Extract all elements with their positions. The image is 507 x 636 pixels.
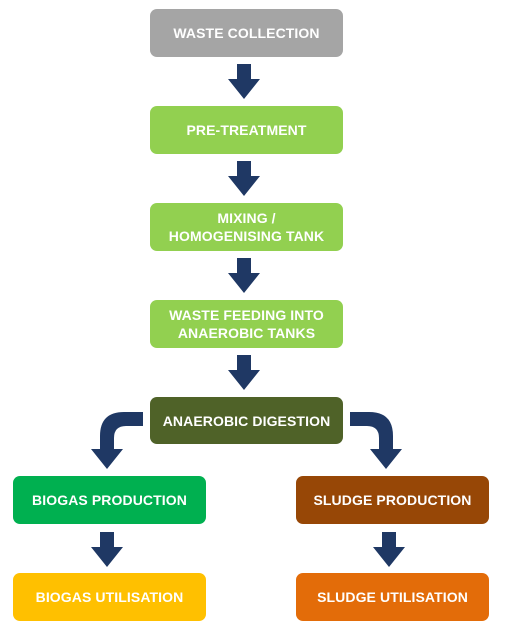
node-sludge-utilisation: SLUDGE UTILISATION [296, 573, 489, 621]
node-sludge-production: SLUDGE PRODUCTION [296, 476, 489, 524]
arrow-biogas-to-utilisation [91, 532, 123, 567]
arrow-pretreatment-to-mixing [228, 161, 260, 196]
arrow-feeding-to-digestion [228, 355, 260, 390]
node-label: SLUDGE UTILISATION [317, 589, 468, 605]
node-label-line-1: WASTE FEEDING INTO [169, 307, 324, 323]
node-mixing-homogenising-tank: MIXING / HOMOGENISING TANK [150, 203, 343, 251]
node-label: PRE-TREATMENT [186, 122, 307, 138]
node-anaerobic-digestion: ANAEROBIC DIGESTION [150, 397, 343, 444]
node-label: WASTE COLLECTION [173, 25, 320, 41]
node-biogas-production: BIOGAS PRODUCTION [13, 476, 206, 524]
arrow-digestion-to-biogas [91, 412, 143, 469]
node-label: ANAEROBIC DIGESTION [162, 412, 331, 429]
arrow-sludge-to-utilisation [373, 532, 405, 567]
node-label-line-2: ANAEROBIC TANKS [177, 325, 316, 341]
arrow-mixing-to-feeding [228, 258, 260, 293]
node-label: SLUDGE PRODUCTION [313, 492, 472, 508]
node-biogas-utilisation: BIOGAS UTILISATION [13, 573, 206, 621]
node-pre-treatment: PRE-TREATMENT [150, 106, 343, 154]
node-waste-collection: WASTE COLLECTION [150, 9, 343, 57]
arrow-collection-to-pretreatment [228, 64, 260, 99]
node-waste-feeding: WASTE FEEDING INTO ANAEROBIC TANKS [150, 300, 343, 348]
node-label-line-1: MIXING / [217, 210, 276, 226]
node-label: BIOGAS PRODUCTION [32, 492, 187, 508]
node-label: BIOGAS UTILISATION [35, 589, 184, 605]
node-label-line-2: HOMOGENISING TANK [168, 228, 325, 244]
arrow-digestion-to-sludge [350, 412, 402, 469]
